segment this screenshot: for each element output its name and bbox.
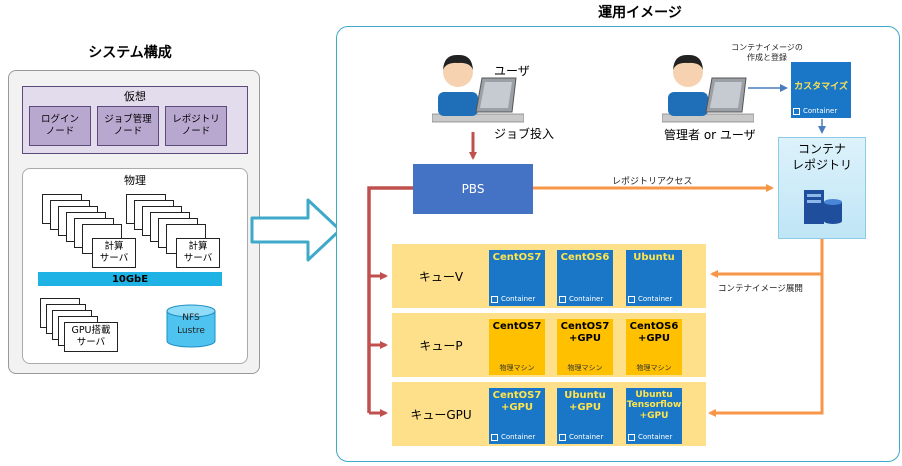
queue-p-label: キューP bbox=[419, 338, 463, 353]
storage-label: NFS Lustre bbox=[177, 313, 205, 336]
job-manager-node: ジョブ管理 ノード bbox=[97, 106, 159, 146]
container-icon bbox=[628, 433, 635, 441]
container-ubuntu: Ubuntu Container bbox=[626, 250, 682, 306]
container-tag: Container bbox=[793, 106, 849, 116]
deploy-label: コンテナイメージ展開 bbox=[718, 284, 803, 294]
customize-label: カスタマイズ bbox=[794, 81, 848, 92]
container-icon bbox=[491, 433, 498, 441]
user-label: ユーザ bbox=[494, 64, 530, 78]
queue-gpu-label: キューGPU bbox=[410, 407, 472, 422]
network-bar: 10GbE bbox=[38, 272, 222, 286]
admin-label: 管理者 or ユーザ bbox=[664, 128, 756, 142]
big-right-arrow-icon bbox=[250, 198, 342, 262]
customize-container: Container bbox=[791, 62, 851, 118]
server-database-icon bbox=[804, 190, 842, 224]
repository-node: レポジトリ ノード bbox=[165, 106, 227, 146]
database-cylinder-icon bbox=[166, 304, 216, 348]
physical-centos7-gpu: CentOS7 +GPU 物理マシン bbox=[557, 319, 613, 375]
queue-v-label: キューV bbox=[418, 269, 464, 284]
physical-centos7: CentOS7 物理マシン bbox=[489, 319, 545, 375]
repo-access-label: レポジトリアクセス bbox=[612, 177, 693, 187]
create-register-label: コンテナイメージの 作成と登録 bbox=[731, 42, 803, 62]
physical-centos6-gpu: CentOS6 +GPU 物理マシン bbox=[626, 319, 682, 375]
operation-title: 運用イメージ bbox=[598, 5, 682, 21]
repository-label: コンテナ レポジトリ bbox=[791, 142, 852, 172]
container-icon bbox=[628, 295, 635, 303]
login-node: ログイン ノード bbox=[29, 106, 91, 146]
compute-server-label: 計算 サーバ bbox=[176, 238, 220, 268]
container-icon bbox=[559, 295, 566, 303]
pbs-scheduler: PBS bbox=[413, 164, 533, 214]
container-icon bbox=[491, 295, 498, 303]
container-centos7-gpu: CentOS7 +GPU Container bbox=[489, 388, 545, 444]
compute-server-label: 計算 サーバ bbox=[92, 238, 136, 268]
job-submit-label: ジョブ投入 bbox=[494, 127, 555, 141]
user-at-laptop-icon bbox=[432, 54, 524, 123]
container-centos7: CentOS7 Container bbox=[489, 250, 545, 306]
virtual-label: 仮想 bbox=[124, 90, 146, 103]
container-ubuntu-gpu: Ubuntu +GPU Container bbox=[557, 388, 613, 444]
gpu-server-label: GPU搭載 サーバ bbox=[64, 322, 118, 352]
container-ubuntu-tensorflow-gpu: Ubuntu Tensorflow +GPU Container bbox=[626, 388, 682, 444]
container-icon bbox=[559, 433, 566, 441]
admin-at-laptop-icon bbox=[662, 54, 754, 123]
physical-label: 物理 bbox=[124, 174, 146, 187]
container-centos6: CentOS6 Container bbox=[557, 250, 613, 306]
system-title: システム構成 bbox=[88, 45, 172, 61]
container-icon bbox=[793, 107, 800, 115]
